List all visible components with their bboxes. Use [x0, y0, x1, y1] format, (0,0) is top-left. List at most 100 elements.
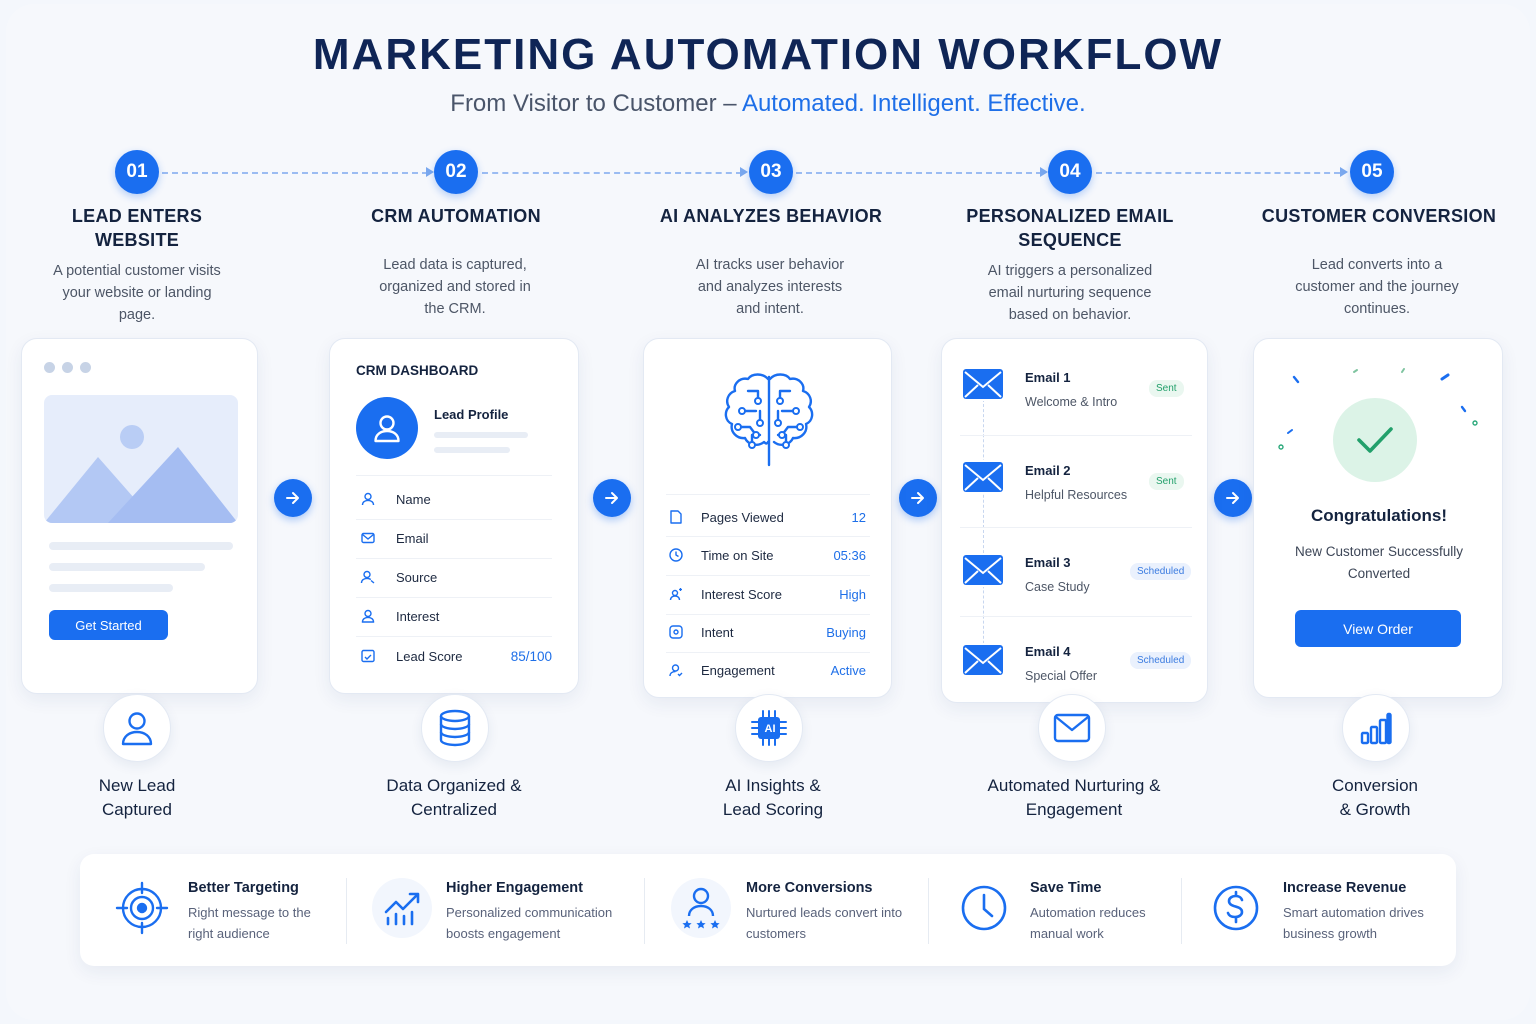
step-connector	[796, 172, 1042, 174]
bottom-label-1: New Lead Captured	[98, 776, 176, 819]
page-subtitle: From Visitor to Customer – Automated. In…	[450, 90, 1086, 117]
confetti-icon	[1278, 368, 1478, 450]
divider	[960, 527, 1192, 528]
divider	[666, 536, 870, 537]
email-subject: Welcome & Intro	[1025, 395, 1118, 409]
bottom-label-2: Data Organized & Centralized	[386, 776, 522, 819]
crm-field-row: Email	[360, 530, 556, 546]
lead-score-value: 85/100	[510, 648, 552, 664]
window-dot	[62, 362, 73, 373]
ai-metric-row: Time on Site 05:36	[668, 547, 866, 563]
connector-arrow	[740, 167, 748, 177]
step-connector	[482, 172, 742, 174]
step-title-3: AI ANALYZES BEHAVIOR	[659, 206, 883, 226]
step-title-5: CUSTOMER CONVERSION	[1261, 206, 1497, 226]
text-placeholder	[434, 447, 510, 453]
arrow-right-icon	[911, 492, 924, 504]
divider	[666, 575, 870, 576]
benefit-item-engagement: Higher Engagement Personalized communica…	[446, 880, 636, 944]
clock-icon	[956, 880, 1012, 941]
metric-value: 12	[851, 509, 866, 525]
crm-field-row: Source	[360, 569, 556, 585]
arrow-right-icon	[1226, 492, 1239, 504]
connector-arrow	[426, 167, 434, 177]
email-sequence-card: Email 1 Welcome & Intro Sent Email 2 Hel…	[941, 338, 1208, 703]
view-order-button[interactable]: View Order	[1295, 610, 1461, 647]
metric-label: Time on Site	[701, 547, 774, 563]
envelope-icon	[361, 532, 375, 544]
next-arrow-button[interactable]	[593, 479, 631, 517]
conversion-text: New Customer Successfully Converted	[1294, 544, 1464, 581]
field-label: Name	[396, 491, 431, 507]
connector-arrow	[1040, 167, 1048, 177]
get-started-button[interactable]: Get Started	[49, 610, 168, 640]
benefit-desc: Personalized communication boosts engage…	[446, 905, 613, 941]
metric-value: 05:36	[833, 547, 866, 563]
envelope-icon	[962, 553, 1004, 587]
ai-metric-row: Interest Score High	[668, 586, 866, 602]
page-icon	[670, 510, 682, 524]
crm-field-row: Interest	[360, 608, 556, 624]
divider	[356, 558, 552, 559]
next-arrow-button[interactable]	[274, 479, 312, 517]
step-number-4: 04	[1048, 150, 1092, 194]
status-badge: Scheduled	[1130, 652, 1192, 669]
user-stars-icon	[671, 878, 731, 938]
step-title-4: PERSONALIZED EMAIL SEQUENCE	[966, 206, 1174, 250]
status-badge: Scheduled	[1130, 563, 1192, 580]
benefit-item-targeting: Better Targeting Right message to the ri…	[188, 880, 318, 944]
divider	[666, 494, 870, 495]
field-label: Interest	[396, 608, 440, 624]
step-desc-5: Lead converts into a customer and the jo…	[1295, 257, 1459, 317]
metric-value: High	[839, 586, 866, 602]
image-placeholder-icon	[44, 395, 238, 523]
email-name: Email 3	[1025, 555, 1071, 570]
ai-chip-icon: AI	[735, 694, 803, 762]
benefit-title: Increase Revenue	[1283, 880, 1407, 896]
ai-brain-icon	[714, 369, 824, 474]
email-subject: Special Offer	[1025, 669, 1098, 683]
text-placeholder	[49, 542, 233, 550]
sequence-line	[983, 399, 984, 669]
email-name: Email 4	[1025, 644, 1071, 659]
website-card: Get Started	[21, 338, 258, 694]
ai-metric-row: Pages Viewed 12	[668, 509, 866, 525]
divider	[356, 597, 552, 598]
divider	[666, 652, 870, 653]
ai-metric-row: Intent Buying	[668, 624, 866, 640]
divider	[644, 878, 645, 944]
text-placeholder	[434, 432, 528, 438]
user-icon	[361, 492, 375, 506]
conversion-card: Congratulations! New Customer Successful…	[1253, 338, 1503, 698]
step-desc-4: AI triggers a personalized email nurturi…	[987, 263, 1153, 323]
divider	[1181, 878, 1182, 944]
database-icon	[421, 694, 489, 762]
next-arrow-button[interactable]	[1214, 479, 1252, 517]
field-label: Lead Score	[396, 648, 463, 664]
sparkle-user-icon	[669, 588, 682, 601]
text-placeholder	[49, 584, 173, 592]
crm-field-row: Lead Score 85/100	[360, 648, 552, 664]
engagement-user-icon	[669, 664, 683, 677]
bottom-label-3: AI Insights & Lead Scoring	[722, 776, 824, 819]
ai-card: Pages Viewed 12 Time on Site 05:36 Inter…	[643, 338, 892, 698]
success-check-icon	[1333, 398, 1417, 482]
metric-value: Buying	[826, 624, 866, 640]
next-arrow-button[interactable]	[899, 479, 937, 517]
divider	[356, 475, 552, 476]
trend-up-icon	[372, 878, 432, 938]
lead-profile-label: Lead Profile	[434, 407, 509, 422]
interest-user-icon	[361, 609, 375, 623]
metric-label: Engagement	[701, 662, 775, 678]
benefit-title: Higher Engagement	[446, 880, 583, 896]
target-icon	[114, 880, 170, 941]
field-label: Source	[396, 569, 438, 585]
ai-metric-row: Engagement Active	[668, 662, 866, 678]
step-number-1: 01	[115, 150, 159, 194]
metric-label: Pages Viewed	[701, 509, 784, 525]
status-badge: Sent	[1149, 380, 1184, 397]
benefit-desc: Right message to the right audience	[188, 905, 311, 941]
envelope-icon	[962, 367, 1004, 401]
email-subject: Helpful Resources	[1025, 488, 1128, 502]
user-avatar-icon	[356, 397, 418, 459]
